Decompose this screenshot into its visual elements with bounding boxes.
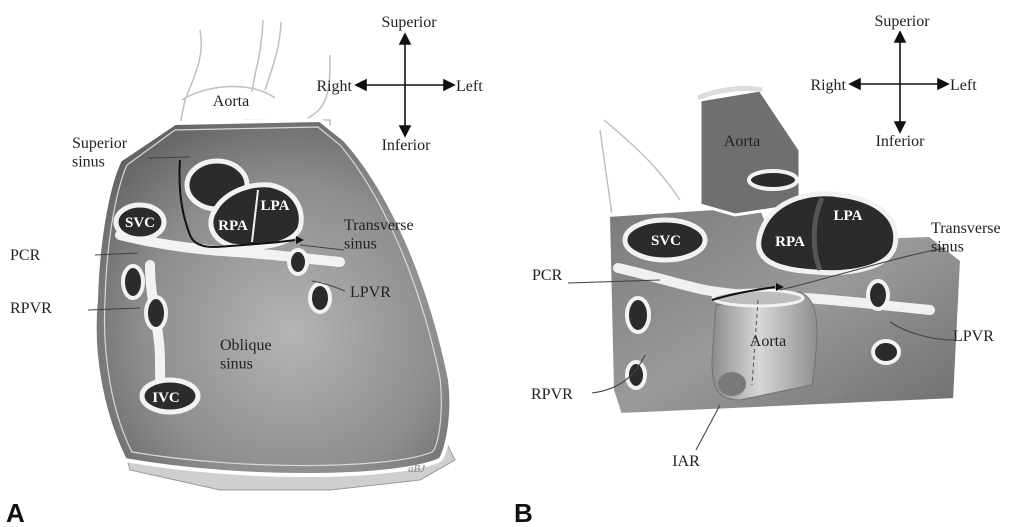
label-right-a: Right <box>316 78 352 95</box>
label-lpa-b: LPA <box>834 208 863 224</box>
label-rpa-b: RPA <box>775 234 805 250</box>
lpv-lower-a <box>310 284 330 312</box>
label-ivc-a: IVC <box>152 390 180 406</box>
label-aorta-top-b: Aorta <box>724 133 760 150</box>
artist-signature-b: aBJ <box>826 388 844 400</box>
panel-letter-b: B <box>514 498 533 527</box>
cylinder-bottom-shadow-b <box>718 372 746 396</box>
label-svc-a: SVC <box>125 215 155 231</box>
label-left-b: Left <box>950 77 977 94</box>
label-pcr-b: PCR <box>532 267 563 284</box>
label-right-b: Right <box>810 77 846 94</box>
label-inferior-b: Inferior <box>876 133 926 150</box>
label-pcr-a: PCR <box>10 247 41 264</box>
label-rpvr-b: RPVR <box>531 386 573 403</box>
lpv-upper-b <box>868 281 888 309</box>
panel-b: Superior Inferior Right Left Aorta SVC R… <box>514 13 1001 527</box>
lpv-upper-a <box>289 250 307 274</box>
artist-signature-a: aBJ <box>408 463 426 475</box>
label-left-a: Left <box>456 78 483 95</box>
label-superior-sinus-a-line-1: Superior <box>72 135 128 152</box>
panel-a: Superior Inferior Right Left Aorta Super… <box>6 14 483 527</box>
panel-letter-a: A <box>6 498 25 527</box>
label-transverse-sinus-a-line-1: Transverse <box>344 217 414 234</box>
rpv-upper-a <box>123 266 143 298</box>
orientation-compass-a <box>356 34 454 136</box>
label-lpvr-a: LPVR <box>350 284 391 301</box>
label-transverse-sinus-b-line-2: sinus <box>931 238 964 255</box>
rpv-lower-b <box>627 362 645 388</box>
lpv-lower-b <box>873 341 899 363</box>
label-inferior-a: Inferior <box>382 137 432 154</box>
label-superior-a: Superior <box>381 14 437 31</box>
label-lpvr-b: LPVR <box>953 328 994 345</box>
label-superior-b: Superior <box>874 13 930 30</box>
label-oblique-sinus-a-line-2: sinus <box>220 355 253 372</box>
label-aorta-lower-b: Aorta <box>750 333 786 350</box>
vessel-outline-b <box>600 120 680 215</box>
label-svc-b: SVC <box>651 233 681 249</box>
aorta-opening-b <box>749 171 797 189</box>
label-oblique-sinus-a-line-1: Oblique <box>220 337 272 354</box>
label-aorta-a: Aorta <box>213 93 249 110</box>
label-rpa-a: RPA <box>218 218 248 234</box>
label-lpa-a: LPA <box>261 198 290 214</box>
orientation-compass-b <box>850 32 948 132</box>
rpv-lower-a <box>146 297 166 329</box>
rpv-upper-b <box>627 298 649 332</box>
label-transverse-sinus-b-line-1: Transverse <box>931 220 1001 237</box>
label-transverse-sinus-a-line-2: sinus <box>344 235 377 252</box>
label-rpvr-a: RPVR <box>10 300 52 317</box>
aorta-tube-b <box>700 90 800 215</box>
label-superior-sinus-a-line-2: sinus <box>72 153 105 170</box>
label-iar-b: IAR <box>672 453 700 470</box>
